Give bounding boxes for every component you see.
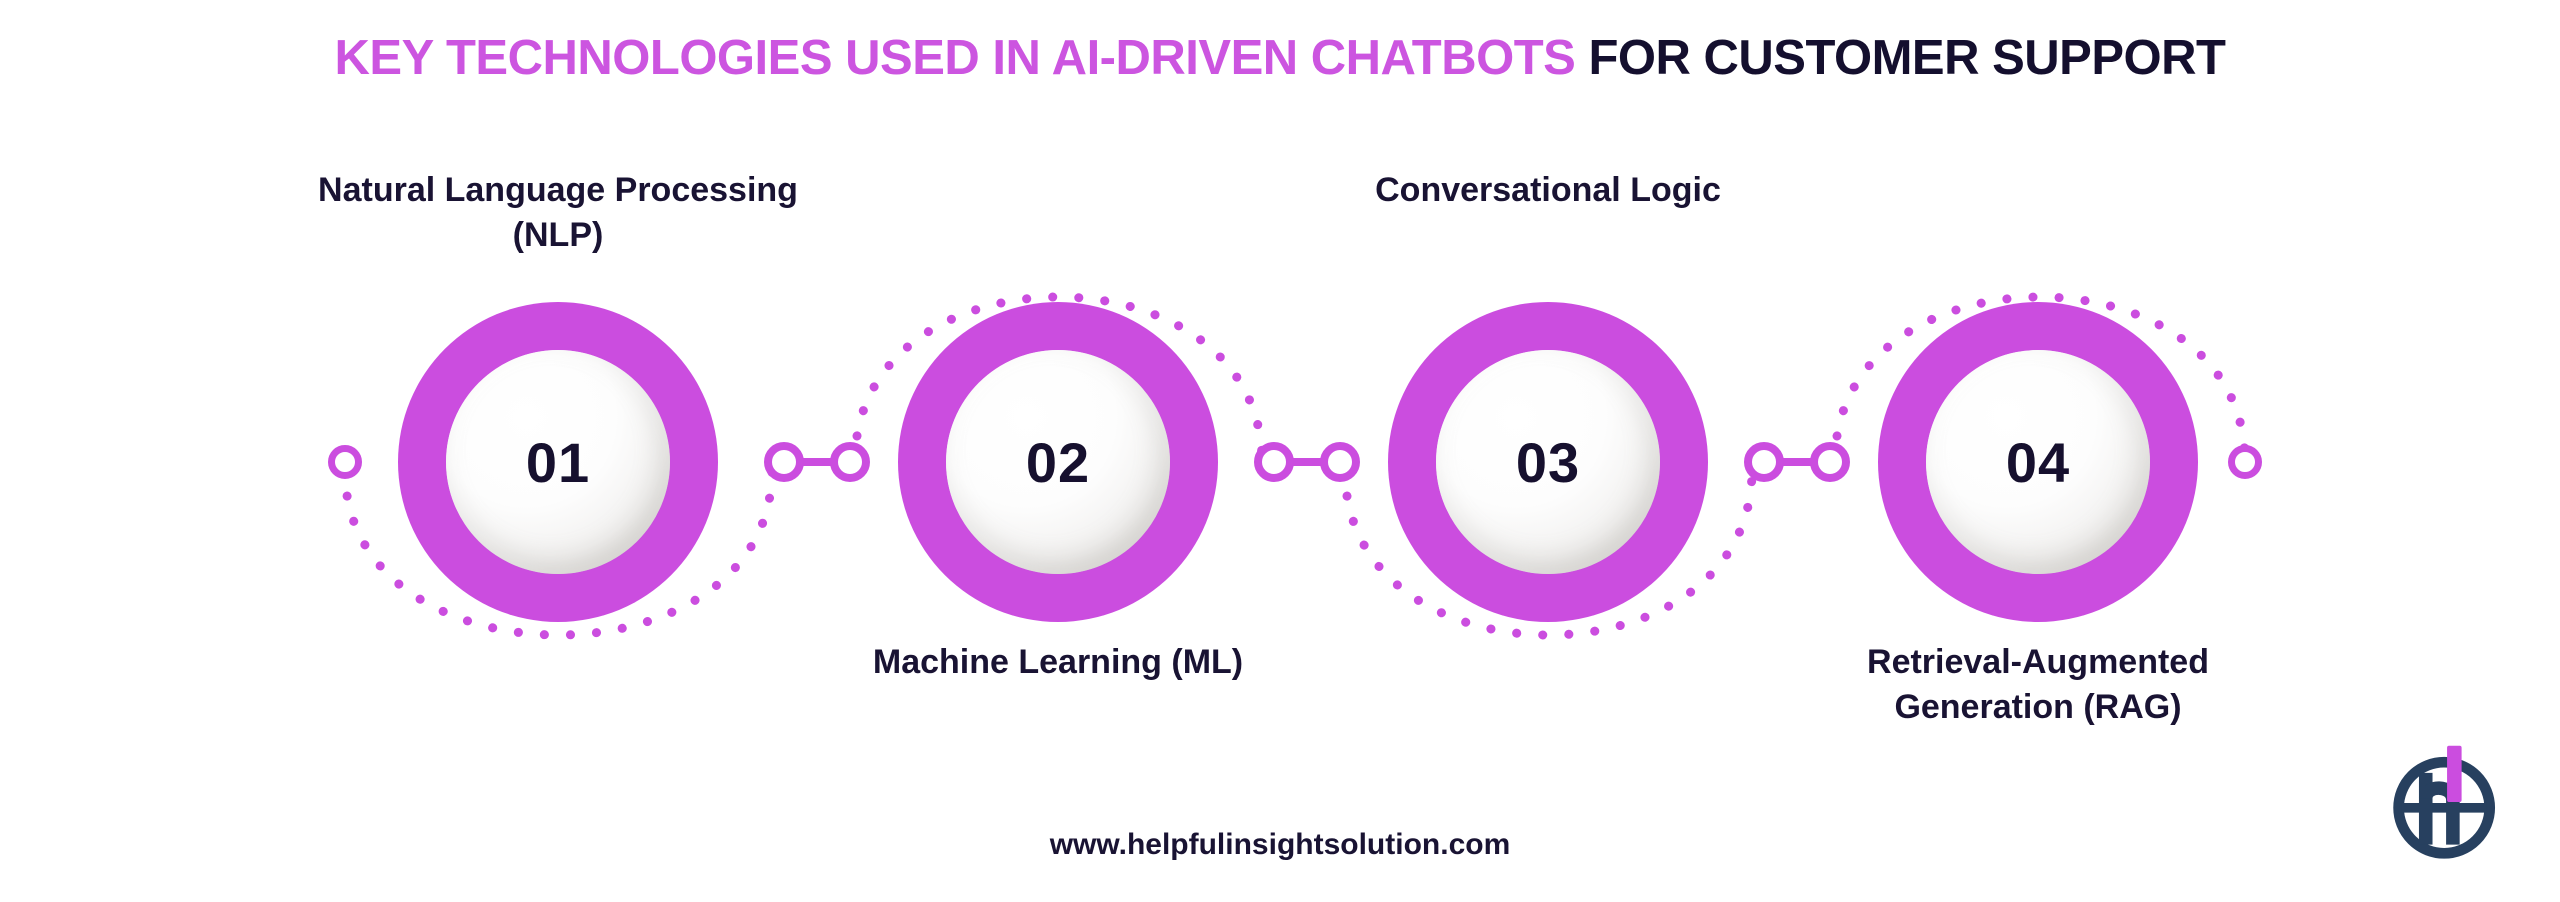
- step-sphere: 03: [1436, 350, 1660, 574]
- step-sphere: 02: [946, 350, 1170, 574]
- step-node-02[interactable]: 02: [898, 302, 1218, 622]
- page-title-accent: KEY TECHNOLOGIES USED IN AI-DRIVEN CHATB…: [334, 31, 1576, 85]
- brand-logo-icon: [2393, 745, 2496, 859]
- page-title-dark: FOR CUSTOMER SUPPORT: [1588, 31, 2226, 85]
- connector-dot-left: [764, 442, 804, 482]
- step-node-03[interactable]: 03: [1388, 302, 1708, 622]
- connector-bar: [778, 458, 856, 466]
- timeline-end-endpoint: [2228, 445, 2262, 479]
- connector-2-3: [1254, 442, 1360, 482]
- footer-website-url[interactable]: www.helpfulinsightsolution.com: [1049, 828, 1511, 861]
- step-sphere: 04: [1926, 350, 2150, 574]
- step-label-04: Retrieval-Augmented Generation (RAG): [1867, 643, 2209, 726]
- step-node-01[interactable]: 01: [398, 302, 718, 622]
- timeline-start-endpoint: [328, 445, 362, 479]
- step-label-01: Natural Language Processing (NLP): [318, 171, 798, 254]
- step-number: 02: [1025, 430, 1091, 494]
- step-number: 04: [2005, 430, 2071, 494]
- connector-dot-right: [1810, 442, 1850, 482]
- connector-dot-right: [1320, 442, 1360, 482]
- step-sphere: 01: [446, 350, 670, 574]
- page-title: KEY TECHNOLOGIES USED IN AI-DRIVEN CHATB…: [0, 30, 2560, 86]
- connector-dot-left: [1744, 442, 1784, 482]
- connector-bar: [1268, 458, 1346, 466]
- connector-dot-left: [1254, 442, 1294, 482]
- connector-dot-right: [830, 442, 870, 482]
- step-label-03: Conversational Logic: [1375, 171, 1721, 209]
- connector-bar: [1758, 458, 1836, 466]
- step-number: 01: [525, 430, 591, 494]
- step-label-02: Machine Learning (ML): [872, 643, 1244, 681]
- step-node-04[interactable]: 04: [1878, 302, 2198, 622]
- connector-3-4: [1744, 442, 1850, 482]
- step-number: 03: [1515, 430, 1581, 494]
- connector-1-2: [764, 442, 870, 482]
